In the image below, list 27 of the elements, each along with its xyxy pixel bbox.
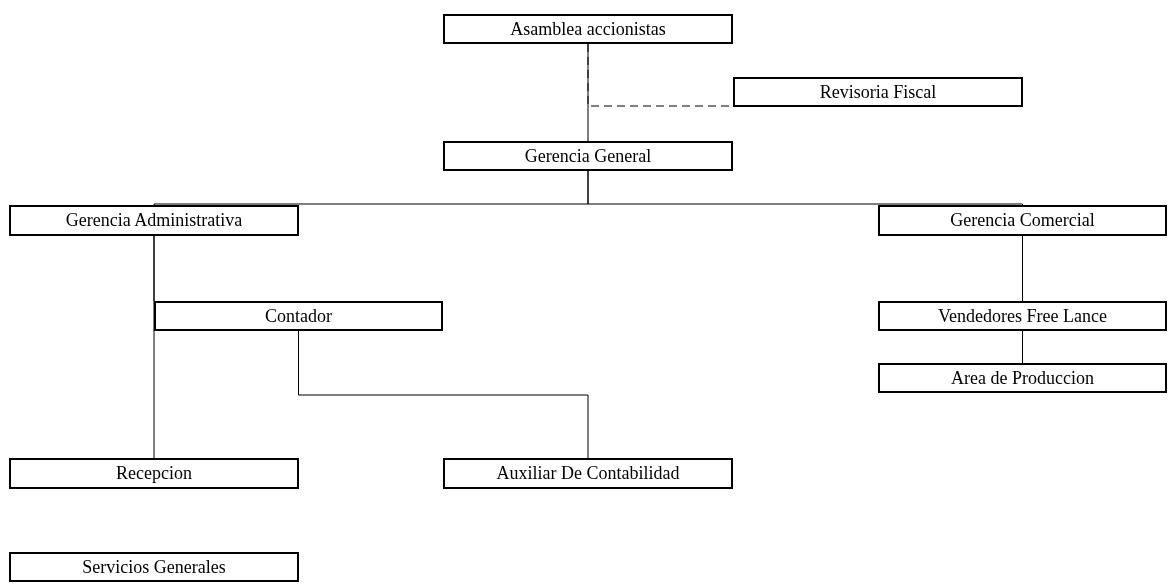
org-box xyxy=(878,301,1167,331)
org-box xyxy=(9,458,299,489)
box-label: Vendedores Free Lance xyxy=(938,305,1107,327)
box-label: Recepcion xyxy=(116,463,192,484)
org-box xyxy=(443,14,733,44)
box-label: Gerencia General xyxy=(524,145,652,167)
org-box xyxy=(443,458,733,489)
org-box xyxy=(9,552,299,582)
box-label: Auxiliar De Contabilidad xyxy=(496,463,680,484)
connector-line xyxy=(1022,235,1023,302)
connector-line xyxy=(153,235,155,459)
box-label: Servicios Generales xyxy=(82,556,226,578)
box-label: Gerencia Administrativa xyxy=(65,210,243,231)
box-label: Asamblea accionistas xyxy=(510,18,666,40)
connector-line xyxy=(587,170,1023,206)
org-box xyxy=(733,77,1023,107)
org-box xyxy=(878,363,1167,393)
org-box xyxy=(9,205,299,236)
box-label: Revisoria Fiscal xyxy=(819,81,937,103)
box-label: Area de Produccion xyxy=(951,367,1094,389)
connector-line xyxy=(298,330,589,459)
box-label: Contador xyxy=(265,305,332,327)
org-box xyxy=(443,141,733,171)
org-box xyxy=(878,205,1167,236)
org-box xyxy=(154,301,443,331)
connector-line xyxy=(1022,330,1023,364)
box-label: Gerencia Comercial xyxy=(950,210,1095,231)
